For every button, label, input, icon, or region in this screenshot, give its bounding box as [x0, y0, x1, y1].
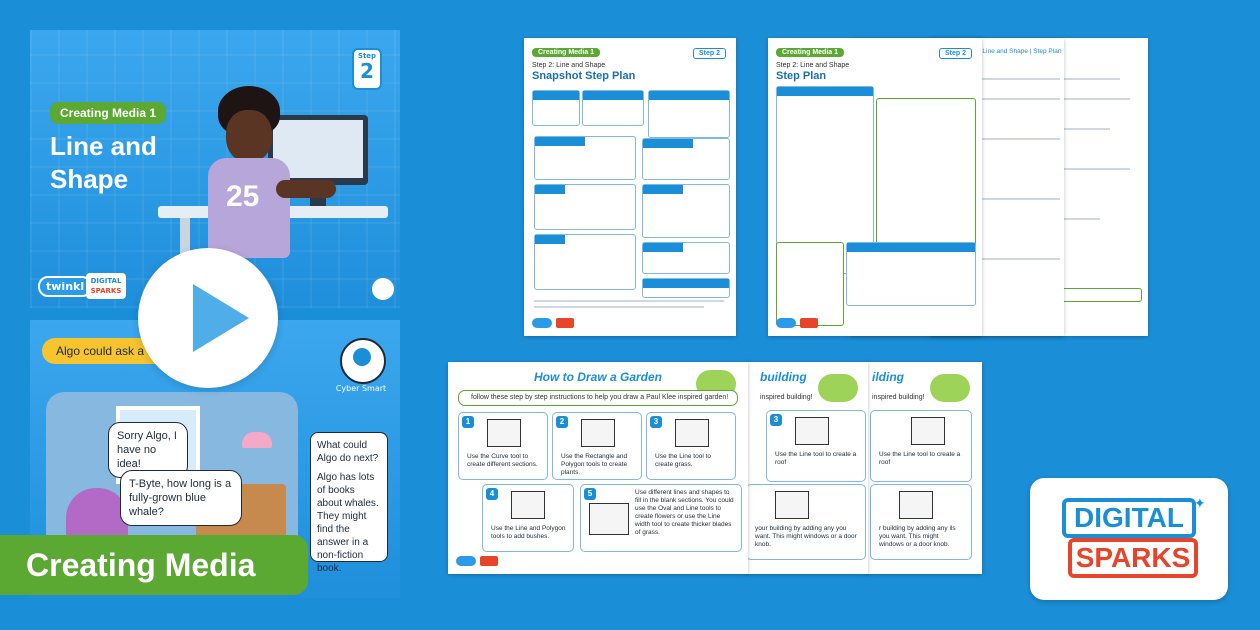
computer-monitor-illustration [268, 115, 368, 185]
step-plan-document[interactable]: Creating Media 1 Step 2 Step 2: Line and… [768, 38, 982, 336]
worksheet-page-back: ilding inspired building! Use the Line t… [866, 362, 982, 574]
digital-sparks-logo: DIGITAL SPARKS ✦ [1030, 478, 1228, 600]
unit-label: Creating Media 1 [776, 48, 845, 57]
twinkl-logo: twinkl [38, 276, 93, 297]
worksheet-step: 4 Use the Line and Polygon tools to add … [482, 484, 574, 552]
twinkl-logo [456, 556, 476, 566]
step-badge: Step 2 [352, 48, 382, 90]
question-card: What could Algo do next? Algo has lots o… [310, 432, 388, 574]
speech-bubble: Sorry Algo, I have no idea! [108, 422, 188, 478]
digital-sparks-mini-logo: DIGITAL SPARKS [86, 273, 126, 299]
doc-subtitle: Step 2: Line and Shape [776, 62, 850, 69]
worksheet-step: 1 Use the Curve tool to create different… [458, 412, 548, 480]
cyber-smart-label: Cyber Smart [335, 384, 387, 393]
doc-title: Step Plan [776, 70, 827, 82]
worksheet-page-middle: building inspired building! 3 Use the Li… [746, 362, 868, 574]
worksheet-title: How to Draw a Garden [533, 370, 663, 384]
step-tag: Step 2 [938, 48, 972, 59]
unit-label: Creating Media 1 [532, 48, 601, 57]
how-to-draw-a-garden-worksheet[interactable]: How to Draw a Garden follow these step b… [448, 362, 748, 574]
digital-sparks-mini-logo [556, 318, 574, 328]
digital-sparks-mini-logo [800, 318, 818, 328]
logo-digital-text: DIGITAL [1062, 498, 1196, 538]
t-byte-character [930, 374, 970, 402]
doc-title: Snapshot Step Plan [532, 70, 636, 82]
digital-sparks-mini-logo [480, 556, 498, 566]
lamp-illustration [242, 432, 272, 448]
worksheet-step: 2 Use the Rectangle and Polygon tools to… [552, 412, 642, 480]
unit-label: Creating Media 1 [50, 102, 167, 124]
doc-subtitle: Step 2: Line and Shape [532, 62, 606, 69]
t-byte-character [818, 374, 858, 402]
twinkl-logo [532, 318, 552, 328]
spark-icon: ✦ [1194, 496, 1206, 512]
step-tag: Step 2 [692, 48, 726, 59]
play-button[interactable] [138, 248, 278, 388]
cyber-smart-mini-icon [372, 278, 394, 300]
speech-bubble: T-Byte, how long is a fully-grown blue w… [120, 470, 242, 526]
worksheet-step: 3 Use the Line tool to create grass. [646, 412, 736, 480]
twinkl-logo [776, 318, 796, 328]
worksheet-instructions: follow these step by step instructions t… [458, 390, 738, 406]
worksheet-step: 5 Use different lines and shapes to fill… [580, 484, 742, 552]
play-icon [193, 284, 249, 352]
shirt-number: 25 [226, 180, 260, 213]
cyber-smart-icon [340, 338, 386, 384]
snapshot-step-plan-document[interactable]: Creating Media 1 Step 2 Step 2: Line and… [524, 38, 736, 336]
lesson-slide-preview: Step 2 Creating Media 1 Line and Shape 2… [30, 30, 400, 308]
lesson-title: Line and Shape [50, 131, 157, 194]
banner-label: Creating Media [26, 547, 256, 583]
logo-sparks-text: SPARKS [1068, 538, 1198, 578]
creating-media-banner: Creating Media [0, 535, 308, 595]
